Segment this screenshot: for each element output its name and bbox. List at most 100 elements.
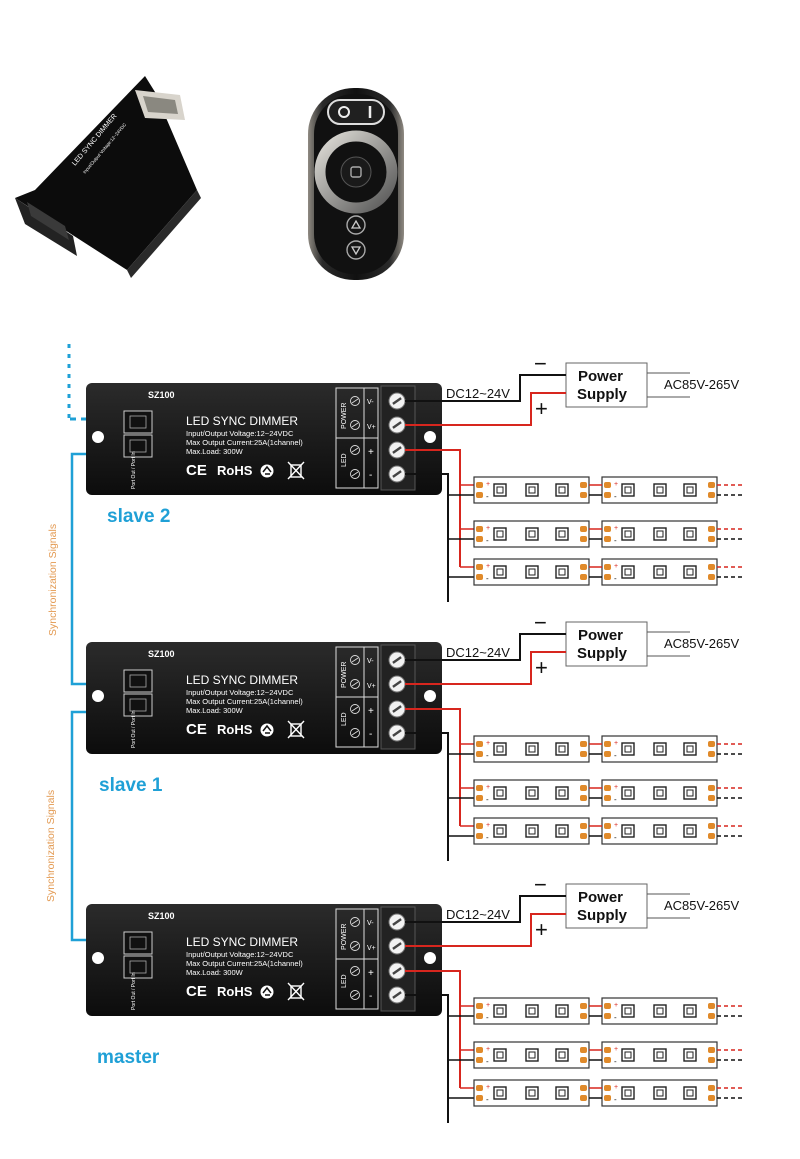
rj45-port	[123, 931, 153, 955]
power-supply-line2: Supply	[577, 645, 628, 662]
led-strip-row	[474, 780, 744, 806]
led-strip-row	[474, 1080, 744, 1106]
rohs-icon: RoHS	[217, 984, 253, 999]
controller-body	[86, 383, 442, 495]
power-supply-line1: Power	[578, 889, 623, 906]
spec-line: Max Output Current:25A(1channel)	[186, 438, 303, 447]
terminal-screw	[388, 392, 406, 410]
led-positive-bus	[405, 970, 461, 1088]
ps-plus-sign: +	[535, 917, 548, 942]
power-terminal-label: POWER	[341, 403, 348, 429]
rj45-port	[123, 410, 153, 434]
rj45-port	[123, 434, 153, 458]
product-model: SZ100	[53, 137, 72, 157]
spec-line: Input/Output Voltage:12~24VDC	[186, 429, 294, 438]
power-supply-line2: Supply	[577, 907, 628, 924]
led-negative-bus	[405, 732, 449, 861]
power-supply-line2: Supply	[577, 386, 628, 403]
ce-mark-icon: CE	[186, 983, 207, 1000]
led-negative-bus	[405, 473, 449, 602]
led-strip-row	[474, 998, 744, 1024]
terminal-vplus: V+	[367, 683, 376, 690]
power-terminal-label: POWER	[341, 662, 348, 688]
led-strip-row	[474, 818, 744, 844]
terminal-screw	[388, 675, 406, 693]
power-supply-box	[565, 883, 648, 929]
led-strip-row	[474, 477, 744, 503]
terminal-screw	[388, 724, 406, 742]
dc-voltage-label: DC12~24V	[446, 386, 510, 401]
unit-role-master: master	[97, 1047, 160, 1068]
terminal-vminus: V-	[367, 399, 374, 406]
power-supply-box	[565, 621, 648, 667]
rj45-port	[123, 669, 153, 693]
terminal-vplus: V+	[367, 424, 376, 431]
spec-line: Max.Load: 300W	[186, 447, 244, 456]
power-terminal-label: POWER	[341, 924, 348, 950]
weee-bin-icon	[287, 461, 305, 480]
rj45-port	[123, 693, 153, 717]
terminal-vminus: V-	[367, 920, 374, 927]
sync-label-upper: Synchronization Signals	[47, 524, 59, 636]
device-title: LED SYNC DIMMER	[186, 414, 298, 428]
led-terminal-label: LED	[341, 712, 348, 726]
rj45-port	[123, 955, 153, 979]
ce-mark-icon: CE	[186, 721, 207, 738]
terminal-vplus: V+	[367, 945, 376, 952]
ac-voltage-label: AC85V-265V	[664, 898, 739, 913]
unit-role-slave-1: slave 1	[99, 775, 163, 796]
unit-role-slave-2: slave 2	[107, 506, 170, 527]
led-terminal-label: LED	[341, 974, 348, 988]
power-supply-box	[565, 362, 648, 408]
port-labels: Port Out / Port In	[131, 451, 137, 489]
ac-voltage-label: AC85V-265V	[664, 377, 739, 392]
terminal-plus: +	[368, 968, 374, 979]
terminal-screw	[388, 651, 406, 669]
controller-body	[86, 642, 442, 754]
rohs-icon: RoHS	[217, 463, 253, 478]
power-supply-line1: Power	[578, 627, 623, 644]
terminal-screw	[388, 465, 406, 483]
led-strip-row	[474, 521, 744, 547]
terminal-vminus: V-	[367, 658, 374, 665]
rohs-icon: RoHS	[217, 722, 253, 737]
device-title: LED SYNC DIMMER	[186, 673, 298, 687]
terminal-screw	[388, 416, 406, 434]
terminal-minus: -	[369, 991, 372, 1002]
terminal-screw	[388, 700, 406, 718]
terminal-plus: +	[368, 706, 374, 717]
ps-minus-sign: −	[534, 351, 547, 376]
port-labels: Port Out / Port In	[131, 710, 137, 748]
recycle-icon	[260, 464, 274, 478]
recycle-icon	[260, 985, 274, 999]
recycle-icon	[260, 723, 274, 737]
led-strip-row	[474, 1042, 744, 1068]
spec-line: Max Output Current:25A(1channel)	[186, 959, 303, 968]
terminal-plus: +	[368, 447, 374, 458]
led-strip-row	[474, 559, 744, 585]
model-label: SZ100	[148, 390, 175, 400]
dc-voltage-label: DC12~24V	[446, 645, 510, 660]
remote-control-icon	[308, 88, 404, 280]
terminal-screw	[388, 986, 406, 1004]
spec-line: Max.Load: 300W	[186, 706, 244, 715]
ps-minus-sign: −	[534, 872, 547, 897]
ac-voltage-label: AC85V-265V	[664, 636, 739, 651]
device-title: LED SYNC DIMMER	[186, 935, 298, 949]
terminal-screw	[388, 937, 406, 955]
controller-product-photo: SZ100 LED SYNC DIMMER Input/Output Volta…	[15, 76, 201, 278]
model-label: SZ100	[148, 649, 175, 659]
terminal-screw	[388, 962, 406, 980]
port-labels: Port Out / Port In	[131, 972, 137, 1010]
spec-line: Input/Output Voltage:12~24VDC	[186, 688, 294, 697]
led-negative-bus	[405, 994, 449, 1123]
led-positive-bus	[405, 449, 461, 567]
ps-plus-sign: +	[535, 655, 548, 680]
weee-bin-icon	[287, 982, 305, 1001]
led-terminal-label: LED	[341, 453, 348, 467]
spec-line: Max Output Current:25A(1channel)	[186, 697, 303, 706]
